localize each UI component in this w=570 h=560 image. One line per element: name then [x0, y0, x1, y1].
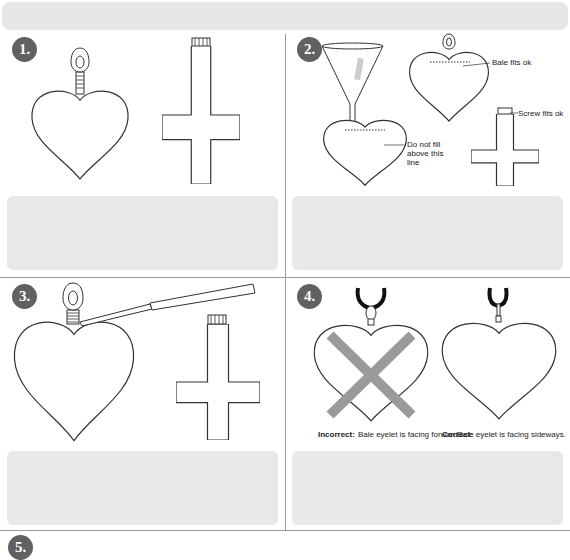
status-label: Incorrect: [318, 430, 355, 439]
step-number-text: 3. [19, 288, 30, 305]
step3-art [14, 283, 260, 441]
step4-art [314, 288, 555, 421]
step-number: 5. [8, 535, 33, 560]
step-number: 1. [12, 37, 37, 62]
step-number: 3. [12, 284, 37, 309]
callout-label: Screw fits ok [518, 109, 566, 118]
step1-art [32, 38, 240, 184]
step-number-text: 1. [19, 41, 30, 58]
header-bar [2, 2, 568, 30]
caption-label: Bale eyelet is facing sideways. [458, 430, 567, 439]
text-panels [7, 196, 563, 525]
step-number-text: 2. [304, 41, 315, 58]
step-number: 2. [297, 37, 322, 62]
callout-label: Bale fits ok [492, 58, 552, 67]
step2-art [322, 34, 539, 186]
fill-note: Do not fill above this line [407, 140, 455, 167]
panel-grid [0, 34, 570, 531]
step-number: 4. [297, 284, 322, 309]
step-number-text: 4. [304, 288, 315, 305]
step-number-text: 5. [15, 539, 26, 556]
